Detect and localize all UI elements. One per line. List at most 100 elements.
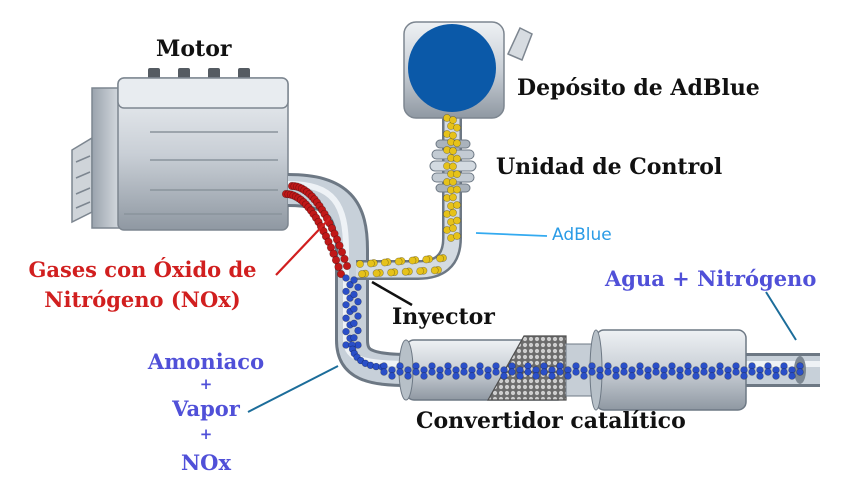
particle xyxy=(788,372,796,380)
label-amoniaco: Amoniaco xyxy=(147,349,265,374)
gases-pointer-line xyxy=(275,217,331,276)
particle xyxy=(532,372,540,380)
particle xyxy=(449,193,457,202)
particle xyxy=(636,368,644,376)
particle xyxy=(740,372,748,380)
particle xyxy=(342,287,350,296)
adblue-particles xyxy=(356,114,461,278)
label-inyector: Inyector xyxy=(392,304,495,330)
particle xyxy=(604,368,612,376)
label-convertidor: Convertidor catalítico xyxy=(416,408,686,434)
particle xyxy=(764,368,772,376)
particle xyxy=(748,368,756,376)
particle xyxy=(580,372,588,380)
label-adblue: AdBlue xyxy=(552,225,612,245)
particle xyxy=(412,368,420,376)
label-motor: Motor xyxy=(156,36,232,62)
particle xyxy=(387,268,395,277)
particle xyxy=(692,372,700,380)
particle xyxy=(334,262,343,271)
particle xyxy=(484,372,492,380)
particle xyxy=(453,185,461,194)
label-gases-line2: Nitrógeno (NOx) xyxy=(44,287,241,312)
injector-pointer-line xyxy=(371,280,413,307)
particle xyxy=(336,269,346,279)
particle xyxy=(354,283,362,291)
particle xyxy=(449,116,457,124)
engine-fan xyxy=(71,136,93,224)
particle xyxy=(548,372,556,380)
particle xyxy=(460,368,468,376)
particle xyxy=(404,372,412,380)
particle xyxy=(436,254,444,263)
particle xyxy=(612,372,620,380)
particle xyxy=(453,139,461,148)
particle xyxy=(780,368,788,376)
particle xyxy=(350,290,358,299)
particle xyxy=(428,368,436,376)
particle xyxy=(350,319,358,328)
particle xyxy=(342,274,350,282)
particle xyxy=(416,267,425,275)
particle xyxy=(342,327,350,336)
particle xyxy=(367,259,375,268)
label-agua-nitrogeno: Agua + Nitrógeno xyxy=(605,266,817,291)
particle xyxy=(430,266,439,275)
particle xyxy=(453,123,461,132)
particle xyxy=(476,368,484,376)
particle xyxy=(449,177,457,186)
particle xyxy=(724,372,732,380)
particle xyxy=(388,372,396,380)
particle xyxy=(350,334,358,342)
particle xyxy=(340,254,349,263)
agua-pointer-line xyxy=(765,291,797,341)
particle xyxy=(732,368,740,376)
particle xyxy=(354,297,362,306)
particle xyxy=(331,256,341,265)
particle xyxy=(468,372,476,380)
particle xyxy=(453,216,461,225)
particle xyxy=(668,368,676,376)
label-nox: NOx xyxy=(180,450,231,475)
particle xyxy=(644,372,652,380)
particle xyxy=(449,208,457,217)
particle xyxy=(756,372,764,380)
ammonia-particles xyxy=(342,274,804,380)
particle xyxy=(422,255,431,264)
label-plus-1: + xyxy=(199,375,213,393)
particle xyxy=(540,368,548,376)
particle xyxy=(350,305,358,313)
particle xyxy=(453,154,461,163)
engine xyxy=(71,68,289,231)
particle xyxy=(556,368,564,376)
particle xyxy=(420,372,428,380)
particle xyxy=(449,162,457,171)
particle xyxy=(449,131,457,140)
particle xyxy=(350,276,358,284)
particle xyxy=(342,301,350,309)
particle xyxy=(772,372,780,380)
adblue-pointer-line xyxy=(475,232,548,237)
label-vapor: Vapor xyxy=(172,396,240,421)
particle xyxy=(449,147,457,155)
label-plus-2: + xyxy=(199,425,213,443)
tank-level-circle xyxy=(408,24,496,112)
particle xyxy=(380,368,388,376)
particle xyxy=(436,372,444,380)
particle xyxy=(516,372,524,380)
particle xyxy=(588,368,596,376)
particle xyxy=(358,270,366,278)
particle xyxy=(394,257,403,266)
particle xyxy=(508,368,516,376)
particle xyxy=(354,326,362,335)
particle xyxy=(572,368,580,376)
particle xyxy=(524,368,532,376)
particle xyxy=(452,372,460,380)
particle xyxy=(346,281,354,289)
particle xyxy=(453,232,461,240)
particle xyxy=(700,368,708,376)
nox-gas-particles xyxy=(281,181,352,279)
particle xyxy=(453,170,461,179)
